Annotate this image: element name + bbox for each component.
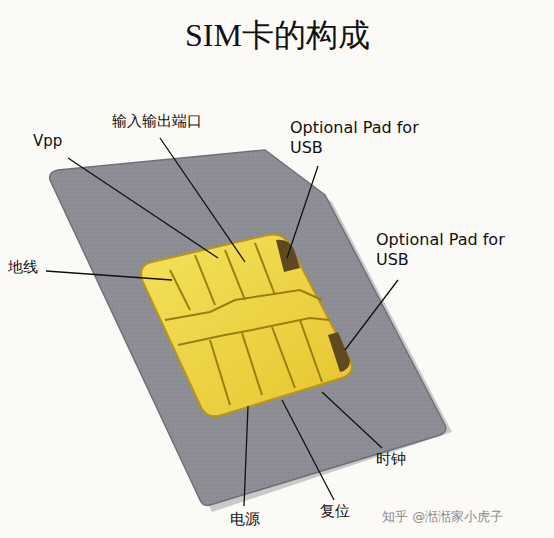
leader-lines xyxy=(46,138,398,506)
watermark: 知乎 @湉湉家小虎子 xyxy=(382,508,503,526)
pin-label: 电源 xyxy=(230,510,260,529)
chip xyxy=(141,234,352,416)
sim-card-body xyxy=(50,150,446,505)
pin-label: Vpp xyxy=(33,132,62,150)
pad-label: Optional Pad for USB xyxy=(290,118,430,158)
pin-label: 时钟 xyxy=(376,450,406,469)
pin-label: 输入输出端口 xyxy=(112,112,202,131)
chip-contacts xyxy=(165,243,330,405)
pin-label: 地线 xyxy=(8,258,38,277)
usb-pad xyxy=(328,332,350,372)
title: SIM卡的构成 xyxy=(185,14,370,58)
pin-label: 复位 xyxy=(320,502,350,521)
pad-label: Optional Pad for USB xyxy=(376,230,516,270)
